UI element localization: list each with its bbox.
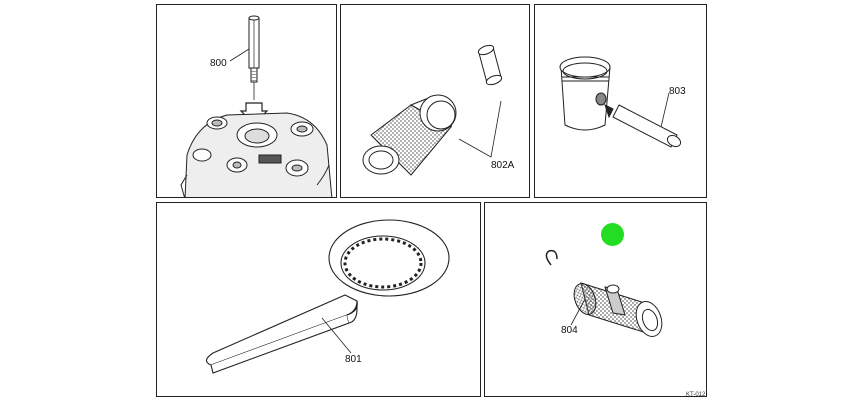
- figure-code: KT-012: [686, 392, 706, 398]
- panel-tool-800: 800: [156, 4, 337, 198]
- tool-804-illustration: 804: [545, 249, 663, 337]
- panel-tool-802a: 802A: [340, 4, 530, 198]
- panel-tool-803: 803: [534, 4, 707, 198]
- tool-803-illustration: 803: [559, 56, 686, 148]
- label-803: 803: [669, 86, 686, 97]
- panel-tool-801: 801: [156, 202, 481, 397]
- tool-800-illustration: 800: [180, 15, 333, 197]
- panel-tool-804: 804: [484, 202, 707, 397]
- label-800: 800: [210, 58, 227, 69]
- label-802a: 802A: [491, 160, 515, 171]
- green-marker-dot: [601, 223, 624, 246]
- label-804: 804: [561, 325, 578, 336]
- label-801: 801: [345, 354, 362, 365]
- tool-801-illustration: 801: [205, 219, 450, 374]
- tool-802a-illustration: 802A: [362, 44, 515, 176]
